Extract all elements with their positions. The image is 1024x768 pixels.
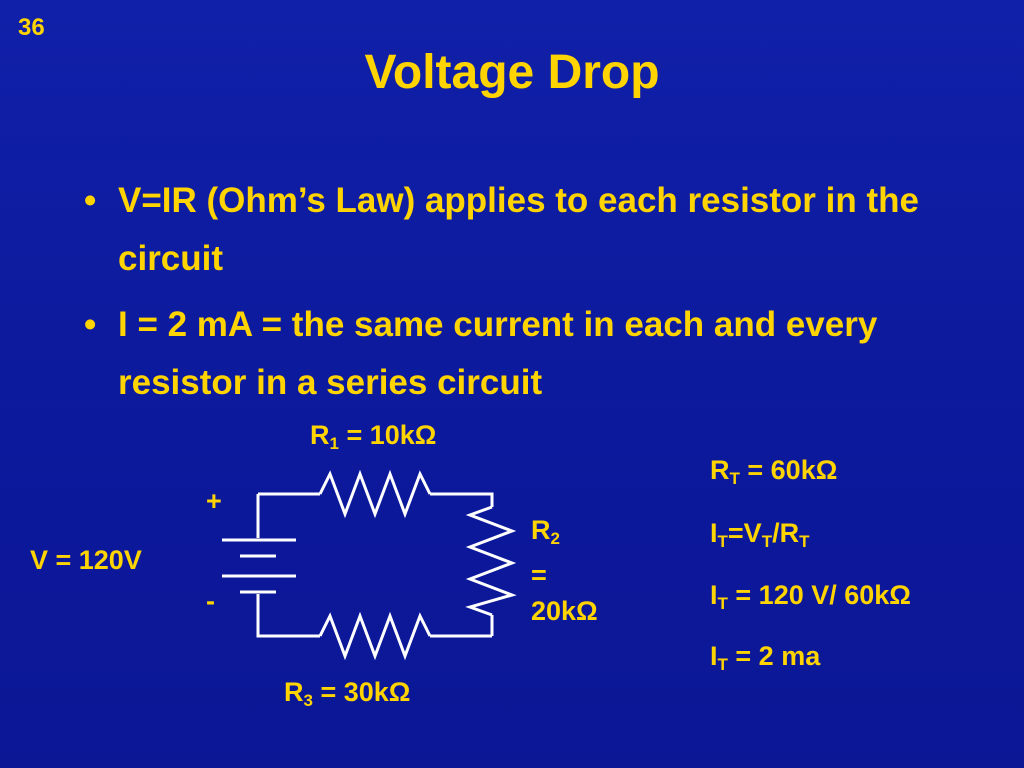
r3-subscript: 3 xyxy=(303,691,313,710)
calc-3-sub1: T xyxy=(717,655,728,674)
r2-subscript: 2 xyxy=(550,529,560,548)
r1-subscript: 1 xyxy=(329,434,339,453)
calc-line-formula: IT=VT/RT xyxy=(710,518,809,552)
source-voltage-label: V = 120V xyxy=(30,545,142,575)
bullet-list: V=IR (Ohm’s Law) applies to each resisto… xyxy=(78,172,938,420)
calc-0-mid: = 60kΩ xyxy=(739,455,838,485)
calc-1-pre: I xyxy=(710,518,718,548)
resistor-r3-zigzag xyxy=(318,611,432,661)
calc-1-mid: =V xyxy=(727,518,762,548)
calc-3-pre: I xyxy=(710,641,718,671)
r3-value: = 30kΩ xyxy=(312,677,411,707)
calc-2-sub1: T xyxy=(717,594,728,613)
calc-line-result: IT = 2 ma xyxy=(710,641,820,675)
slide-title: Voltage Drop xyxy=(364,46,660,99)
calc-2-pre: I xyxy=(710,580,718,610)
slide-number: 36 xyxy=(18,14,45,41)
calc-line-total-resistance: RT = 60kΩ xyxy=(710,455,837,489)
top-wire-right xyxy=(430,492,494,507)
r1-value: = 10kΩ xyxy=(338,420,437,450)
calc-2-mid: = 120 V/ 60kΩ xyxy=(727,580,911,610)
calc-1-sub1: T xyxy=(717,532,728,551)
r2-label: R2 = 20kΩ xyxy=(531,512,598,629)
resistor-r1-zigzag xyxy=(318,469,432,519)
calc-1-mid2: /R xyxy=(772,518,800,548)
calc-1-sub2: T xyxy=(761,532,773,551)
calc-1-sub3: T xyxy=(799,532,810,551)
r1-symbol: R xyxy=(310,420,330,450)
bullet-ohms-law: V=IR (Ohm’s Law) applies to each resisto… xyxy=(78,172,938,288)
calc-line-substitution: IT = 120 V/ 60kΩ xyxy=(710,580,911,614)
minus-terminal-label: - xyxy=(206,586,215,616)
r1-label: R1 = 10kΩ xyxy=(310,420,436,454)
r3-symbol: R xyxy=(284,677,304,707)
r3-label: R3 = 30kΩ xyxy=(284,677,410,711)
calc-3-mid: = 2 ma xyxy=(727,641,821,671)
calc-0-pre: R xyxy=(710,455,730,485)
bottom-wire-left xyxy=(256,594,320,638)
resistor-r2-zigzag xyxy=(465,505,517,617)
bullet-same-current: I = 2 mA = the same current in each and … xyxy=(78,296,938,412)
r2-value: 20kΩ xyxy=(531,596,598,626)
r2-symbol: R xyxy=(531,515,551,545)
plus-terminal-label: + xyxy=(206,486,222,516)
r2-equals: = xyxy=(531,560,547,590)
calc-0-sub1: T xyxy=(729,469,740,488)
